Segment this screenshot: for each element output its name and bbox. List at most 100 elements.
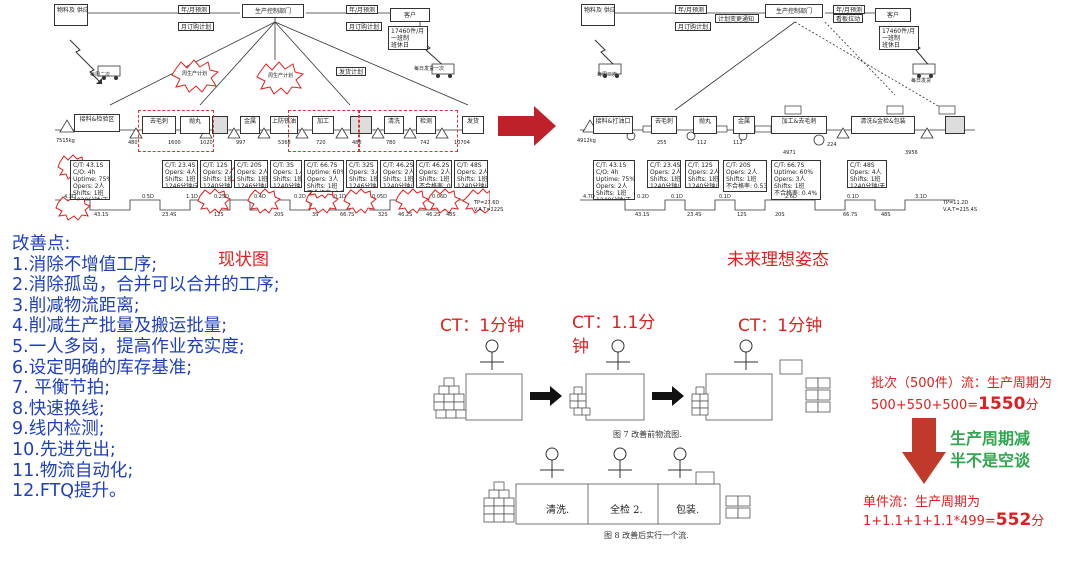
fs-data-box-3: C/T: 12S Opers: 2人 Shifts: 1班 1240分钟/天: [685, 160, 719, 188]
one-piece-flow-figure: [483, 447, 751, 525]
future-state-vsm: 物料及 供应商 年/月预测 生产控制部门 年/月预测 客户 月订购计划 计划变更…: [575, 0, 980, 222]
ct-label-2: CT：1.1分 钟: [572, 313, 656, 357]
station-clean: 清洗.: [546, 505, 570, 516]
fs-inv-6: 224: [827, 142, 837, 148]
cs-data-box-4: C/T: 20S Opers: 2人 Shifts: 1班 1246分钟/天: [234, 160, 268, 188]
cs-lt-2: 0.5D: [142, 194, 154, 200]
cs-process-7: 加工: [312, 116, 334, 134]
cycle-halved-line1: 生产周期减: [950, 429, 1031, 448]
fs-customer-box: 客户: [875, 8, 911, 22]
improvement-item-4: 4.削减生产批量及搬运批量;: [12, 316, 228, 337]
cs-shipping-plan: 发货计划: [336, 67, 366, 76]
future-state-vsm-lines: [580, 12, 975, 211]
cs-ct-4: 20S: [274, 212, 284, 218]
fs-production-control-box: 生产控制部门: [765, 4, 823, 18]
cs-process-10: 检测: [416, 116, 436, 134]
cs-delivery-freq: 每日发货一次: [414, 66, 445, 72]
transition-arrow: [498, 106, 556, 146]
cs-data-box-9: C/T: 46.2S Opers: 2人 Shifts: 1班 不合格率: 0.…: [416, 160, 452, 188]
fs-data-box-2: C/T: 23.4S Opers: 2人 Shifts: 1班 1240分钟/天: [647, 160, 681, 188]
improvement-item-7: 7. 平衡节拍;: [12, 378, 111, 399]
fs-summary-vat: V.A.T=215.4S: [943, 207, 978, 213]
cs-customer-info-1: 17460件/月: [391, 28, 425, 35]
fs-supplier-freq: 每周三次: [597, 72, 618, 78]
cs-forecast-box-right: 年/月预测: [346, 5, 378, 14]
cs-summary-tp: TP=27.6D: [474, 200, 500, 206]
cs-process-2: 去毛刺: [142, 116, 176, 134]
cs-process-8: [350, 116, 372, 134]
fs-process-4: 金属: [733, 116, 755, 134]
cs-process-4: [212, 116, 228, 134]
fs-process-6: 清洗&金检&包装: [851, 116, 915, 134]
cs-lt-4: 0.25D: [214, 194, 229, 200]
batch-flow-formula: 500+550+500=: [871, 398, 979, 413]
single-flow-formula: 1+1.1+1+1.1*499=: [863, 514, 996, 529]
cs-order-box-right: 月订购计划: [346, 22, 382, 31]
current-state-vsm: 物料及 供应商 年/月预测 生产控制部门 年/月预测 客户 月订购计划 月订购计…: [50, 0, 503, 222]
cs-process-1: 接料&检验区: [74, 114, 120, 132]
fs-order-box: 月订购计划: [675, 22, 711, 31]
cs-customer-info-3: 班休日: [391, 42, 410, 49]
cs-production-control-box: 生产控制部门: [242, 4, 304, 18]
cs-inv-8: 480: [352, 140, 362, 146]
cs-lt-1: 4.3D: [64, 194, 76, 200]
cs-ct-5: 3S: [312, 212, 319, 218]
fs-process-2: 去毛刺: [651, 116, 677, 134]
improvement-item-11: 11.物流自动化;: [12, 460, 134, 481]
fs-lt-2: 0.2D: [637, 194, 649, 200]
single-flow-text-1: 单件流：生产周期为: [863, 495, 981, 510]
fs-delivery-freq: 每日发货: [911, 78, 932, 84]
cs-inv-9: 780: [386, 140, 396, 146]
cs-customer-box: 客户: [390, 8, 430, 22]
cs-inv-4: 1020: [200, 140, 213, 146]
cs-inv-10: 742: [420, 140, 430, 146]
cs-lt-5: 0.4D: [254, 194, 266, 200]
fs-customer-info: 17460件/月 一班制 班休日: [879, 26, 919, 50]
fs-lt-7: 3.1D: [915, 194, 927, 200]
cs-process-9: 清洗: [384, 116, 404, 134]
fs-change-notice-box: 计划变更通知: [715, 14, 759, 23]
fs-ct-4: 20S: [775, 212, 785, 218]
improvement-item-2: 2.消除孤岛，合并可以合并的工序;: [12, 275, 280, 296]
cs-data-box-1: C/T: 43.1S C/O: 4h Uptime: 75% Opers: 2人…: [70, 160, 110, 200]
fs-ct-5: 66.7S: [843, 212, 858, 218]
cs-data-box-2: C/T: 23.4S Opers: 4人 Shifts: 1班 1246分钟/天: [162, 160, 198, 188]
station-pack: 包装.: [676, 505, 700, 516]
fs-process-3: 抛丸: [693, 116, 717, 134]
cs-order-box-left: 月订购计划: [178, 22, 214, 31]
fs-process-1: 接料&打油口: [593, 116, 633, 134]
improvement-title: 改善点:: [12, 234, 71, 254]
cs-data-box-3: C/T: 12S Opers: 2人 Shifts: 1班 1240分钟/天: [200, 160, 232, 188]
fs-forecast-box-right: 年/月预测: [833, 5, 865, 14]
fs-ct-3: 12S: [737, 212, 747, 218]
fs-data-box-1: C/T: 43.1S C/O: 4h Uptime: 75% Opers: 2人…: [593, 160, 635, 200]
cs-data-box-7: C/T: 32S Opers: 3人 Shifts: 1班 1246分钟/天: [346, 160, 378, 188]
cs-process-11: 发货: [462, 116, 484, 134]
improvement-item-6: 6.设定明确的库存基准;: [12, 357, 193, 378]
cs-ct-2: 23.4S: [162, 212, 177, 218]
batch-flow-unit: 分: [1025, 398, 1039, 413]
ct-label-1: CT：1分钟: [440, 316, 525, 336]
cycle-halved-line2: 半不是空谈: [950, 451, 1031, 470]
fs-process-7: [945, 116, 965, 134]
fs-supplier-box: 物料及 供应商: [581, 4, 615, 26]
improvement-item-12: 12.FTQ提升。: [12, 481, 127, 502]
cycle-halved-text: 生产周期减 半不是空谈: [950, 428, 1030, 472]
cs-summary-vat: V.A.T=222S: [474, 207, 504, 213]
cs-customer-info-2: 一班制: [391, 35, 410, 42]
cs-inv-11: 10704: [454, 140, 470, 146]
fs-summary-tp: TP=11.2D: [943, 200, 969, 206]
cs-inv-5: 997: [236, 140, 246, 146]
cs-data-box-6: C/T: 66.7S Uptime: 60% Opers: 3人 Shifts:…: [304, 160, 344, 192]
batch-flow-figure: [433, 339, 831, 421]
cs-lt-3: 1.1D: [186, 194, 198, 200]
cs-supplier-box: 物料及 供应商: [54, 4, 88, 26]
cs-inv-1: 7515kg: [56, 138, 75, 144]
improvement-item-10: 10.先进先出;: [12, 439, 116, 460]
fs-ct-6: 48S: [881, 212, 891, 218]
ct-label-3: CT：1分钟: [738, 316, 823, 336]
fs-lt-1: 4.7D: [583, 194, 595, 200]
cs-ct-1: 43.1S: [94, 212, 109, 218]
cs-data-box-8: C/T: 46.2S Opers: 2人 Shifts: 1班 1240分钟/天: [380, 160, 414, 188]
station-inspect: 全检 2.: [610, 505, 643, 516]
